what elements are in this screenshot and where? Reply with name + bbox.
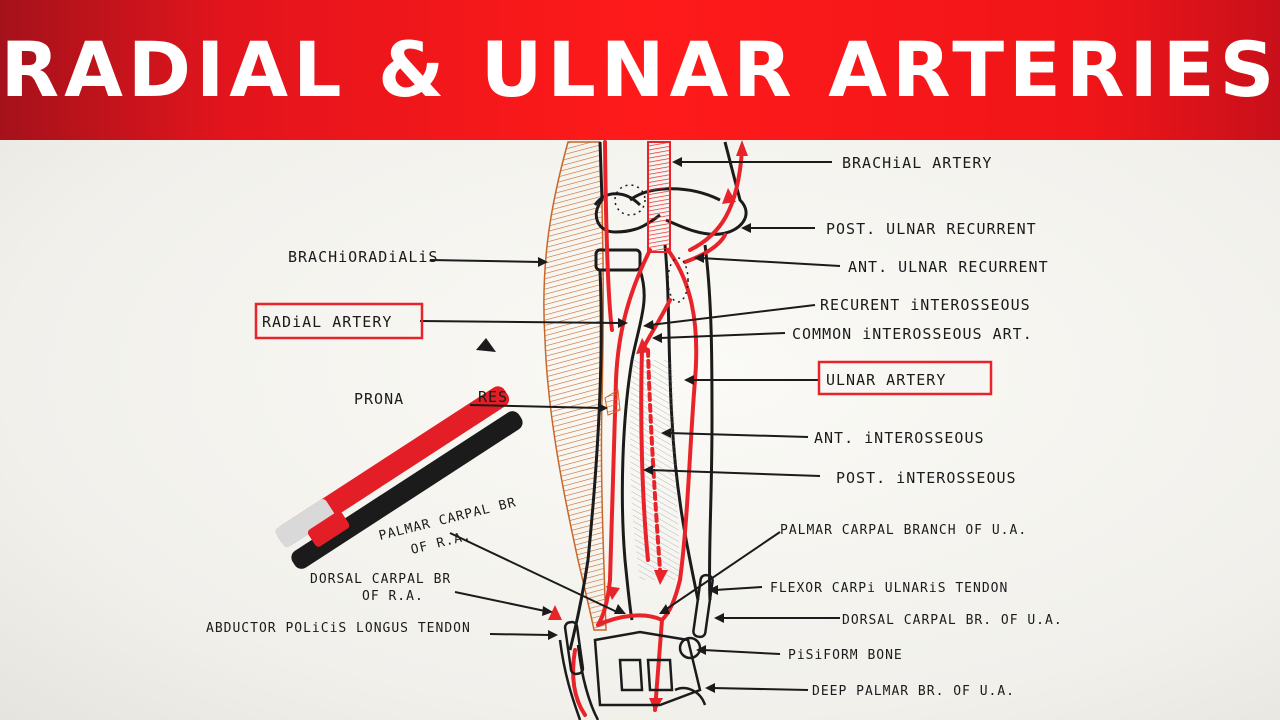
title-banner: RADIAL & ULNAR ARTERIES <box>0 0 1280 140</box>
radial-to-hand <box>571 648 587 717</box>
ant-ulnar-recurrent-artery <box>683 233 727 264</box>
ant-interosseous-artery <box>646 348 662 572</box>
radial-artery <box>596 248 652 627</box>
radial-recurrent-artery <box>603 140 614 332</box>
page-title: RADIAL & ULNAR ARTERIES <box>0 25 1280 114</box>
post-interosseous-artery <box>639 348 650 562</box>
label-pisiform-bone: PiSiFORM BONE <box>788 648 903 663</box>
red-marker-pen <box>275 338 510 548</box>
pronator-patch <box>604 389 621 416</box>
radial-artery-box <box>254 302 424 340</box>
label-common-interosseous: COMMON iNTEROSSEOUS ART. <box>792 325 1033 343</box>
label-deep-palmar-ua: DEEP PALMAR BR. OF U.A. <box>812 684 1015 699</box>
label-ant-ulnar-recurrent: ANT. ULNAR RECURRENT <box>848 258 1049 276</box>
post-ulnar-recurrent-artery <box>688 148 744 252</box>
ulnar-artery <box>660 248 699 622</box>
label-dorsal-carpal-ra-line1: DORSAL CARPAL BR <box>310 572 451 587</box>
label-radial-artery: RADiAL ARTERY <box>262 313 392 331</box>
dotted-outlines <box>614 184 689 303</box>
label-pronator: PRONA <box>354 390 404 408</box>
label-ant-interosseous: ANT. iNTEROSSEOUS <box>814 429 985 447</box>
black-marker-pen <box>291 411 523 569</box>
label-palmar-carpal-ua: PALMAR CARPAL BRANCH OF U.A. <box>780 523 1027 538</box>
arteries <box>571 140 744 717</box>
ulnar-artery-box <box>817 360 993 396</box>
common-interosseous-artery <box>643 298 672 347</box>
label-flexor-carpi-ulnaris: FLEXOR CARPi ULNARiS TENDON <box>770 581 1008 596</box>
label-post-interosseous: POST. iNTEROSSEOUS <box>836 469 1017 487</box>
label-abductor-pollicis: ABDUCTOR POLiCiS LONGUS TENDON <box>206 621 471 636</box>
label-ulnar-artery: ULNAR ARTERY <box>826 371 946 389</box>
leader-lines <box>419 161 841 691</box>
label-pronator-tail: RES <box>478 388 508 406</box>
label-brachioradialis: BRACHiORADiALiS <box>288 248 438 266</box>
palmar-arch <box>596 613 664 627</box>
label-recurrent-interosseous: RECURENT iNTEROSSEOUS <box>820 296 1031 314</box>
label-brachial-artery: BRACHiAL ARTERY <box>842 154 992 172</box>
label-dorsal-carpal-ra-line2: OF R.A. <box>362 589 424 604</box>
brachial-artery <box>647 141 671 253</box>
label-post-ulnar-recurrent: POST. ULNAR RECURRENT <box>826 220 1037 238</box>
brachioradialis-muscle <box>543 141 607 631</box>
forearm-bones <box>568 244 714 651</box>
leader-arrowheads <box>538 157 751 693</box>
label-dorsal-carpal-ua: DORSAL CARPAL BR. OF U.A. <box>842 613 1063 628</box>
